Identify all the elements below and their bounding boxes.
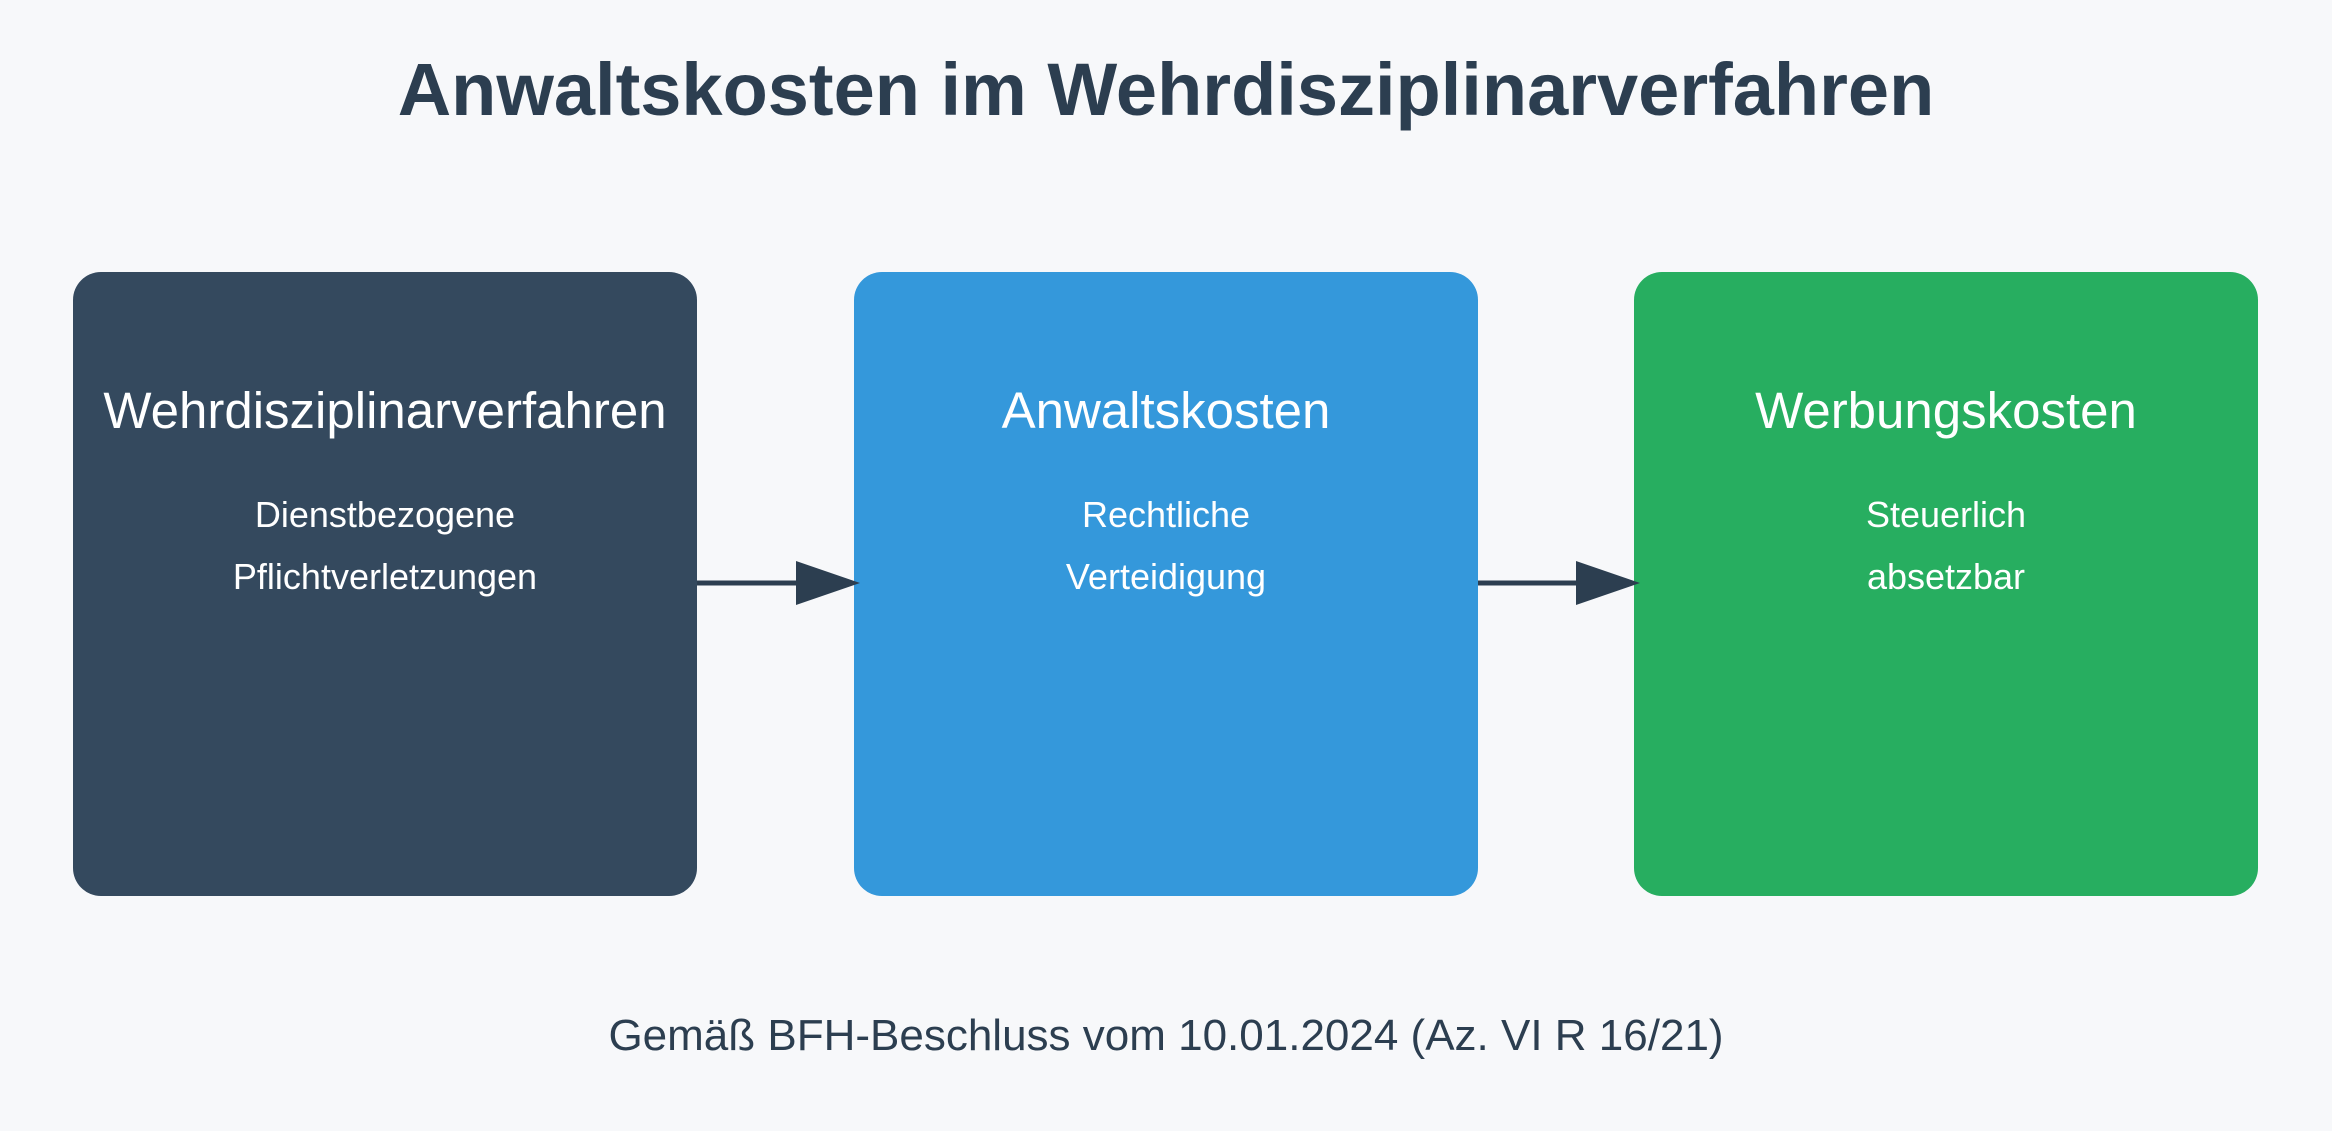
step-description: Dienstbezogene Pflichtverletzungen bbox=[73, 484, 697, 608]
step-title: Anwaltskosten bbox=[1001, 382, 1331, 439]
source-note: Gemäß BFH-Beschluss vom 10.01.2024 (Az. … bbox=[608, 1011, 1724, 1060]
step-description-line: absetzbar bbox=[1866, 556, 2026, 597]
arrow-1-icon bbox=[697, 561, 860, 605]
step-description-line: Rechtliche bbox=[1081, 494, 1251, 535]
step-title: Werbungskosten bbox=[1755, 382, 2137, 439]
step-box-anwaltskosten: Anwaltskosten Rechtliche Verteidigung bbox=[854, 272, 1478, 896]
step-description-line: Verteidigung bbox=[1065, 556, 1267, 597]
arrow-2-icon bbox=[1478, 561, 1640, 605]
step-description: Rechtliche Verteidigung bbox=[854, 484, 1478, 608]
diagram-title: Anwaltskosten im Wehrdisziplinarverfahre… bbox=[397, 48, 1935, 131]
step-title: Wehrdisziplinarverfahren bbox=[103, 382, 667, 439]
step-description-line: Pflichtverletzungen bbox=[232, 556, 538, 597]
step-description-line: Dienstbezogene bbox=[254, 494, 516, 535]
step-description-line: Steuerlich bbox=[1865, 494, 2027, 535]
step-description: Steuerlich absetzbar bbox=[1634, 484, 2258, 608]
step-box-werbungskosten: Werbungskosten Steuerlich absetzbar bbox=[1634, 272, 2258, 896]
step-box-wehrdisziplinarverfahren: Wehrdisziplinarverfahren Dienstbezogene … bbox=[73, 272, 697, 896]
